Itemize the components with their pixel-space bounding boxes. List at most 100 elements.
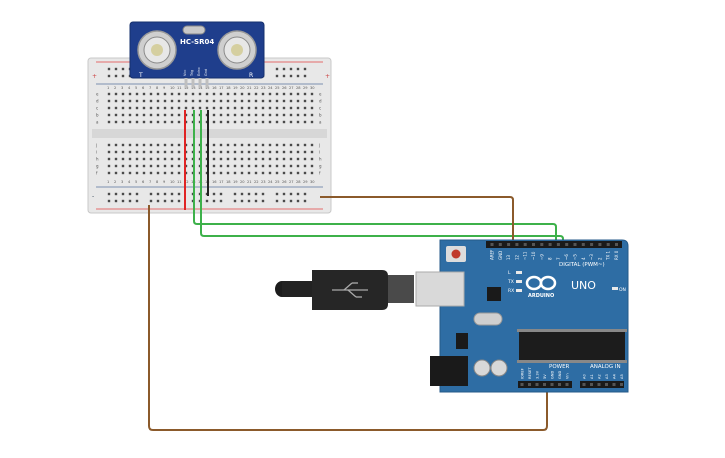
rail-hole[interactable] — [247, 192, 251, 196]
breadboard-hole[interactable] — [156, 164, 160, 168]
rail-hole[interactable] — [156, 199, 160, 203]
breadboard-hole[interactable] — [107, 150, 111, 154]
breadboard-hole[interactable] — [135, 150, 139, 154]
breadboard-hole[interactable] — [163, 120, 167, 124]
rail-hole[interactable] — [296, 74, 300, 78]
breadboard-hole[interactable] — [261, 99, 265, 103]
breadboard-hole[interactable] — [240, 143, 244, 147]
breadboard-hole[interactable] — [121, 171, 125, 175]
breadboard-hole[interactable] — [128, 150, 132, 154]
breadboard-hole[interactable] — [149, 143, 153, 147]
rail-hole[interactable] — [240, 199, 244, 203]
usb-cable[interactable] — [275, 270, 414, 310]
breadboard-hole[interactable] — [142, 157, 146, 161]
breadboard-hole[interactable] — [219, 106, 223, 110]
breadboard-hole[interactable] — [121, 106, 125, 110]
breadboard-hole[interactable] — [177, 120, 181, 124]
breadboard-hole[interactable] — [233, 143, 237, 147]
breadboard-hole[interactable] — [156, 92, 160, 96]
breadboard-hole[interactable] — [261, 106, 265, 110]
breadboard-hole[interactable] — [268, 150, 272, 154]
breadboard-hole[interactable] — [142, 164, 146, 168]
breadboard-hole[interactable] — [163, 92, 167, 96]
breadboard-hole[interactable] — [142, 113, 146, 117]
breadboard-hole[interactable] — [191, 99, 195, 103]
rail-hole[interactable] — [121, 192, 125, 196]
breadboard-hole[interactable] — [226, 164, 230, 168]
wire-echo-green[interactable] — [200, 110, 564, 245]
reset-button-cap[interactable] — [451, 249, 461, 259]
wire-trig-green[interactable] — [193, 110, 557, 245]
breadboard-hole[interactable] — [149, 157, 153, 161]
breadboard-hole[interactable] — [303, 92, 307, 96]
breadboard-hole[interactable] — [303, 106, 307, 110]
digital-pin[interactable] — [573, 243, 577, 246]
rail-hole[interactable] — [282, 199, 286, 203]
rail-hole[interactable] — [296, 67, 300, 71]
breadboard-hole[interactable] — [247, 164, 251, 168]
breadboard-hole[interactable] — [247, 113, 251, 117]
digital-pin[interactable] — [498, 243, 502, 246]
breadboard-hole[interactable] — [114, 164, 118, 168]
rail-hole[interactable] — [114, 67, 118, 71]
breadboard-hole[interactable] — [226, 120, 230, 124]
breadboard-hole[interactable] — [107, 143, 111, 147]
breadboard-hole[interactable] — [275, 120, 279, 124]
breadboard-hole[interactable] — [282, 143, 286, 147]
breadboard-hole[interactable] — [142, 99, 146, 103]
breadboard-hole[interactable] — [282, 171, 286, 175]
breadboard-hole[interactable] — [240, 99, 244, 103]
breadboard-hole[interactable] — [198, 99, 202, 103]
breadboard-hole[interactable] — [296, 120, 300, 124]
breadboard-hole[interactable] — [205, 99, 209, 103]
breadboard-hole[interactable] — [107, 106, 111, 110]
breadboard-hole[interactable] — [163, 157, 167, 161]
breadboard-hole[interactable] — [247, 143, 251, 147]
breadboard-hole[interactable] — [275, 150, 279, 154]
digital-pin[interactable] — [523, 243, 527, 246]
digital-pin[interactable] — [515, 243, 519, 246]
breadboard-hole[interactable] — [247, 92, 251, 96]
breadboard-hole[interactable] — [310, 113, 314, 117]
breadboard-hole[interactable] — [219, 171, 223, 175]
breadboard-hole[interactable] — [310, 143, 314, 147]
breadboard-hole[interactable] — [289, 143, 293, 147]
breadboard-hole[interactable] — [275, 157, 279, 161]
breadboard-hole[interactable] — [128, 99, 132, 103]
breadboard-hole[interactable] — [310, 150, 314, 154]
rail-hole[interactable] — [135, 199, 139, 203]
rail-hole[interactable] — [149, 192, 153, 196]
breadboard-hole[interactable] — [296, 157, 300, 161]
breadboard-hole[interactable] — [226, 106, 230, 110]
breadboard-hole[interactable] — [212, 157, 216, 161]
analog-pin[interactable] — [612, 383, 616, 386]
breadboard-hole[interactable] — [121, 143, 125, 147]
breadboard-hole[interactable] — [296, 92, 300, 96]
rail-hole[interactable] — [170, 192, 174, 196]
breadboard-hole[interactable] — [310, 120, 314, 124]
breadboard-hole[interactable] — [275, 164, 279, 168]
breadboard-hole[interactable] — [240, 113, 244, 117]
breadboard-hole[interactable] — [282, 120, 286, 124]
rail-hole[interactable] — [128, 199, 132, 203]
rail-hole[interactable] — [254, 199, 258, 203]
breadboard-hole[interactable] — [212, 143, 216, 147]
rail-hole[interactable] — [114, 199, 118, 203]
rail-hole[interactable] — [121, 74, 125, 78]
breadboard-hole[interactable] — [268, 113, 272, 117]
breadboard-hole[interactable] — [128, 106, 132, 110]
breadboard-hole[interactable] — [282, 92, 286, 96]
rail-hole[interactable] — [177, 192, 181, 196]
digital-pin[interactable] — [590, 243, 594, 246]
breadboard-hole[interactable] — [212, 99, 216, 103]
breadboard-hole[interactable] — [107, 164, 111, 168]
breadboard-hole[interactable] — [107, 171, 111, 175]
rail-hole[interactable] — [107, 199, 111, 203]
breadboard-hole[interactable] — [268, 92, 272, 96]
breadboard-hole[interactable] — [247, 99, 251, 103]
breadboard-hole[interactable] — [170, 113, 174, 117]
rail-hole[interactable] — [289, 67, 293, 71]
breadboard-hole[interactable] — [121, 113, 125, 117]
rail-hole[interactable] — [275, 199, 279, 203]
breadboard-hole[interactable] — [128, 143, 132, 147]
